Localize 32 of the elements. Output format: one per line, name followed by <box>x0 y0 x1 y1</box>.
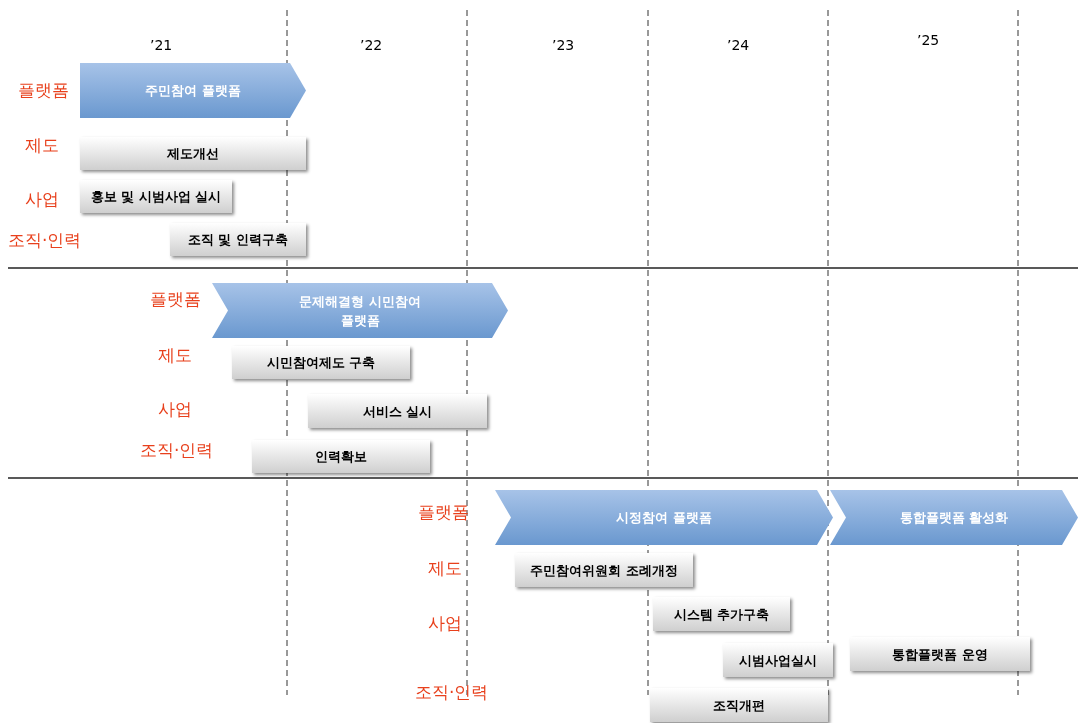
category-label: 플랫폼 <box>150 288 201 311</box>
category-label: 제도 <box>428 557 462 580</box>
bar-label: 주민참여 플랫폼 <box>145 82 241 100</box>
category-label: 조직·인력 <box>140 439 214 462</box>
bar-label: 조직개편 <box>713 696 765 715</box>
bar-label: 제도개선 <box>167 145 219 163</box>
year-label: ’25 <box>917 31 940 50</box>
year-label: ’22 <box>360 36 383 55</box>
category-label: 조직·인력 <box>8 229 82 252</box>
bar-label: 통합플랫폼 활성화 <box>899 509 1009 527</box>
bar-label: 주민참여위원회 조례개정 <box>530 561 678 580</box>
bar-label: 시정참여 플랫폼 <box>616 509 712 527</box>
year-label: ’21 <box>150 36 173 55</box>
category-label: 조직·인력 <box>415 681 489 704</box>
bar-label: 시민참여제도 구축 <box>266 354 376 372</box>
year-label: ’24 <box>727 36 750 55</box>
bar-label: 서비스 실시 <box>362 402 433 421</box>
bar-label: 문제해결형 시민참여 플랫폼 <box>298 292 422 330</box>
bar-label: 홍보 및 시범사업 실시 <box>90 188 222 206</box>
category-label: 플랫폼 <box>418 501 469 524</box>
category-label: 제도 <box>25 134 59 157</box>
bar-label: 통합플랫폼 운영 <box>892 645 988 664</box>
category-label: 플랫폼 <box>18 79 69 102</box>
category-label: 제도 <box>158 344 192 367</box>
bar-label: 인력확보 <box>315 448 367 466</box>
category-label: 사업 <box>428 612 462 635</box>
bar-label: 조직 및 인력구축 <box>187 231 289 249</box>
bar-label: 시스템 추가구축 <box>673 605 770 624</box>
category-label: 사업 <box>25 188 59 211</box>
year-label: ’23 <box>552 36 575 55</box>
bar-label: 시범사업실시 <box>739 651 817 670</box>
category-label: 사업 <box>158 398 192 421</box>
